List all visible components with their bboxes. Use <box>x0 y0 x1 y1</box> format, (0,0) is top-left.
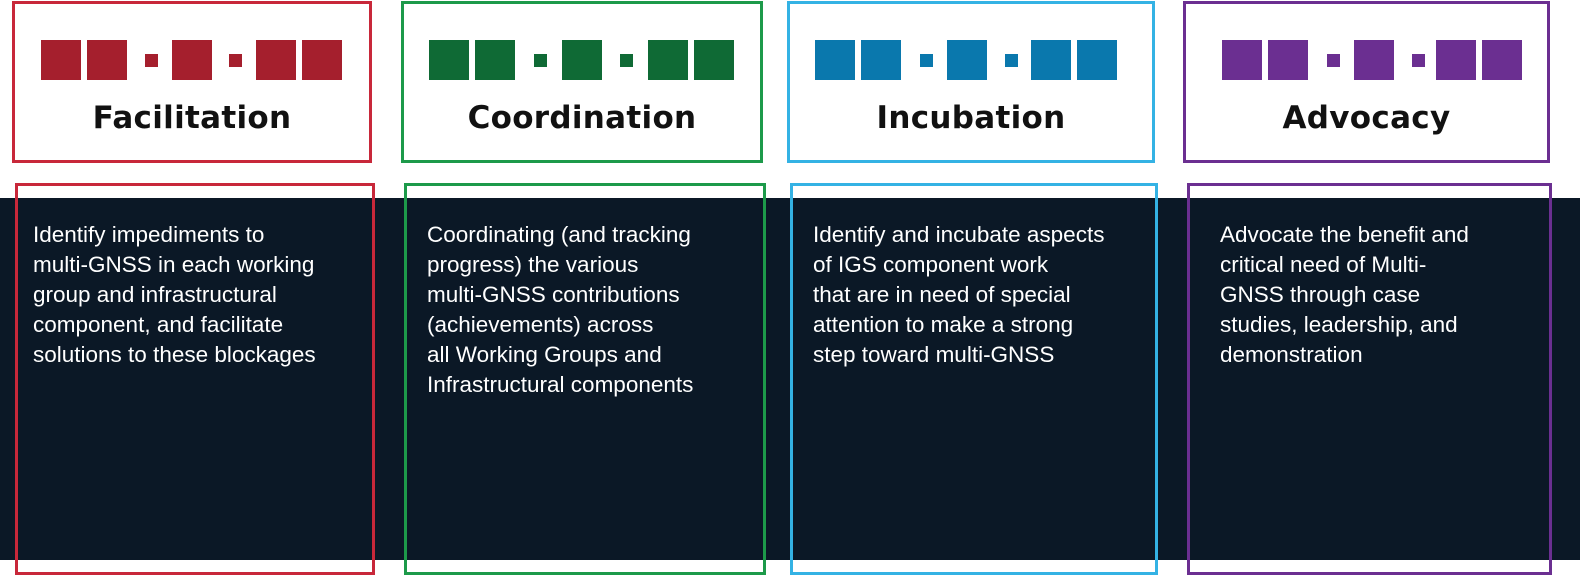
incubation-frame <box>790 183 1158 575</box>
coordination-description: Coordinating (and tracking progress) the… <box>427 222 694 397</box>
facilitation-title: Facilitation <box>92 100 292 136</box>
facilitation-description: Identify impediments to multi-GNSS in ea… <box>33 222 316 367</box>
facilitation-frame <box>15 183 375 575</box>
coordination-header-box: Coordination <box>401 1 763 163</box>
incubation-header-box: Incubation <box>787 1 1155 163</box>
advocacy-bar-icon <box>1186 40 1547 80</box>
incubation-title: Incubation <box>876 100 1066 136</box>
facilitation-header-box: Facilitation <box>12 1 372 163</box>
coordination-bar-icon <box>404 40 760 80</box>
advocacy-description: Advocate the benefit and critical need o… <box>1220 222 1469 367</box>
coordination-frame <box>404 183 766 575</box>
advocacy-frame <box>1187 183 1552 575</box>
advocacy-title: Advocacy <box>1282 100 1451 136</box>
incubation-bar-icon <box>790 40 1152 80</box>
facilitation-bar-icon <box>15 40 369 80</box>
advocacy-header-box: Advocacy <box>1183 1 1550 163</box>
incubation-description: Identify and incubate aspects of IGS com… <box>813 222 1105 367</box>
coordination-title: Coordination <box>467 100 697 136</box>
